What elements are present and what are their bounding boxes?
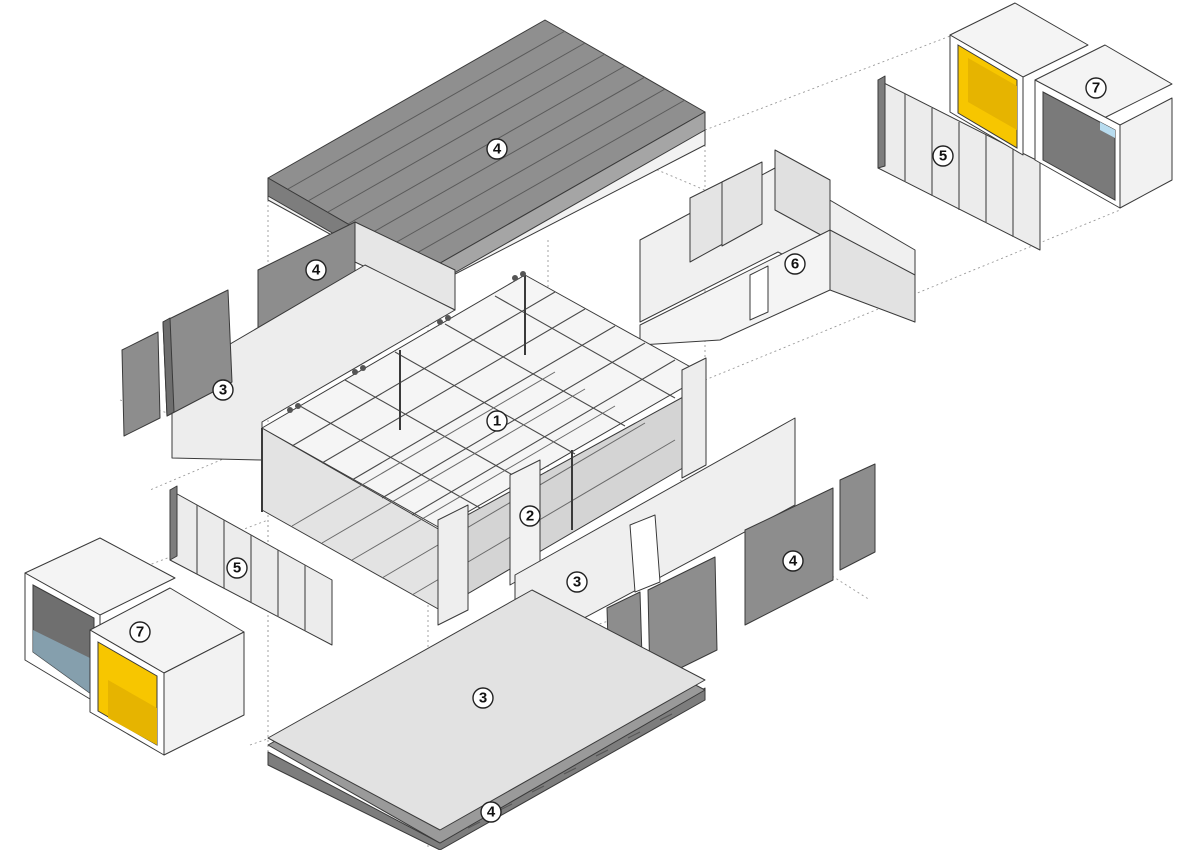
callout-roof-cladding: 4: [486, 138, 508, 160]
callout-wall-left: 3: [212, 379, 234, 401]
pod-right-b-window: [1100, 122, 1115, 138]
callout-wall-front-text: 3: [573, 574, 581, 591]
callout-pod-left-text: 7: [136, 624, 144, 641]
pod-left-a-floor: [33, 630, 94, 696]
left-wall-lining: [171, 264, 456, 461]
left-wall-panel-edge: [162, 317, 175, 417]
roof-ribs: [287, 30, 686, 259]
pod-right-assembly: [949, 2, 1173, 209]
callout-floor-cladding-text: 4: [487, 804, 496, 821]
callout-pod-right: 7: [1085, 77, 1107, 99]
glazing-left-edge: [169, 485, 178, 561]
frame-fixings: [287, 271, 526, 413]
glazing-right-edge: [877, 75, 886, 169]
callout-frame: 1: [486, 410, 508, 432]
column-cluster-left: [437, 504, 469, 626]
partition-door: [749, 265, 769, 321]
partitions-assembly: [639, 149, 916, 346]
callout-partitions: 6: [784, 253, 806, 275]
callout-back-wall-cladding: 4: [305, 259, 327, 281]
callout-glazing-left-text: 5: [233, 560, 241, 577]
frame-joists: [291, 291, 676, 516]
pod-left-assembly: [24, 537, 245, 756]
pod-left-b-inner: [108, 680, 157, 745]
callout-partitions-text: 6: [791, 256, 799, 273]
column-cluster-rear: [681, 357, 707, 479]
callout-side-cladding: 4: [782, 550, 804, 572]
pod-right-b-opening: [1042, 91, 1116, 201]
callout-floor-cladding: 4: [480, 801, 502, 823]
callout-columns-text: 2: [526, 508, 534, 525]
pod-left-b-side: [163, 631, 245, 756]
callout-wall-left-text: 3: [219, 382, 227, 399]
callout-roof-cladding-text: 4: [493, 141, 502, 158]
front-wall-door-frame: [629, 514, 661, 593]
side-cladding-end: [839, 463, 876, 571]
left-end-panel: [121, 331, 161, 437]
callout-back-wall-cladding-text: 4: [312, 262, 321, 279]
callout-side-cladding-text: 4: [789, 553, 798, 570]
pod-right-b-side: [1119, 97, 1173, 209]
glazing-left-assembly: [169, 485, 333, 646]
partition-side: [829, 229, 916, 323]
callout-floor: 3: [472, 687, 494, 709]
glazing-right-assembly: [877, 75, 1041, 251]
callout-glazing-left: 5: [226, 557, 248, 579]
callout-pod-left: 7: [129, 621, 151, 643]
pod-right-a-inner: [968, 58, 1017, 130]
partition-fin-2: [721, 161, 763, 247]
callout-floor-text: 3: [479, 690, 487, 707]
callout-glazing-right-text: 5: [939, 148, 947, 165]
callout-pod-right-text: 7: [1092, 80, 1100, 97]
callout-glazing-right: 5: [932, 145, 954, 167]
callout-wall-front: 3: [566, 571, 588, 593]
callout-frame-text: 1: [493, 413, 501, 430]
floor-deck: [267, 589, 706, 831]
callout-columns: 2: [519, 505, 541, 527]
